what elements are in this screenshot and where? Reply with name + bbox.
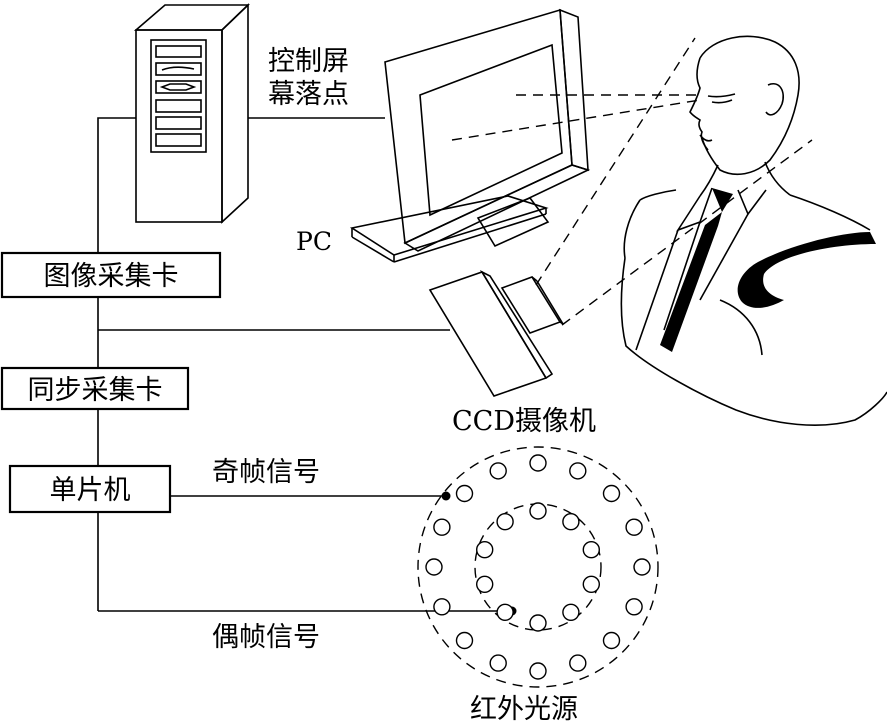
outer-led [489,462,507,480]
image-capture-card-box [0,251,222,299]
sync-capture-card-label: 同步采集卡 [28,375,163,406]
outer-led [625,518,643,536]
outer-led [569,462,587,480]
outer-led [625,598,643,616]
camera-view-line-1 [535,37,696,286]
outer-led [433,518,451,536]
monitor-icon [349,8,591,263]
outer-led [425,558,443,576]
outer-led [489,654,507,672]
even-frame-signal-label: 偶帧信号 [212,622,320,653]
pc-tower-icon [133,3,250,224]
inner-led [562,513,580,531]
inner-led [582,541,600,559]
outer-led [455,631,474,650]
outer-led-ring [417,446,659,688]
infrared-light-source-icon [417,446,659,688]
outer-led [602,631,621,650]
gaze-line-2 [451,99,701,141]
sync-capture-card-box [0,366,190,411]
infrared-light-source-label: 红外光源 [470,694,578,723]
sight-lines [451,37,813,326]
inner-led [476,575,494,593]
mcu-label: 单片机 [50,475,131,506]
inner-led [476,541,494,559]
person-icon [620,35,887,426]
outer-led [602,484,621,503]
ccd-camera-label: CCD摄像机 [452,406,596,437]
inner-led [529,614,547,632]
inner-led [496,603,514,621]
inner-led [582,575,600,593]
inner-led [529,502,547,520]
inner-led [562,603,580,621]
pc-label: PC [296,227,332,256]
image-capture-card-label: 图像采集卡 [44,261,179,292]
control-screen-label-line2: 幕落点 [268,79,349,110]
control-screen-label-line1: 控制屏 [268,46,349,77]
inner-led [496,513,514,531]
outer-led [633,558,651,576]
mcu-box [8,464,172,514]
wire-pc-to-capture-card [97,117,136,253]
led-group [425,454,651,680]
odd-signal-connector-dot [441,491,451,501]
outer-led [529,662,547,680]
camera-view-line-2 [561,139,813,326]
outer-led [455,484,474,503]
outer-led [529,454,547,472]
ccd-camera-icon [428,270,564,397]
wiring [97,117,517,616]
outer-led [569,654,587,672]
odd-frame-signal-label: 奇帧信号 [212,457,320,488]
outer-led [433,598,451,616]
